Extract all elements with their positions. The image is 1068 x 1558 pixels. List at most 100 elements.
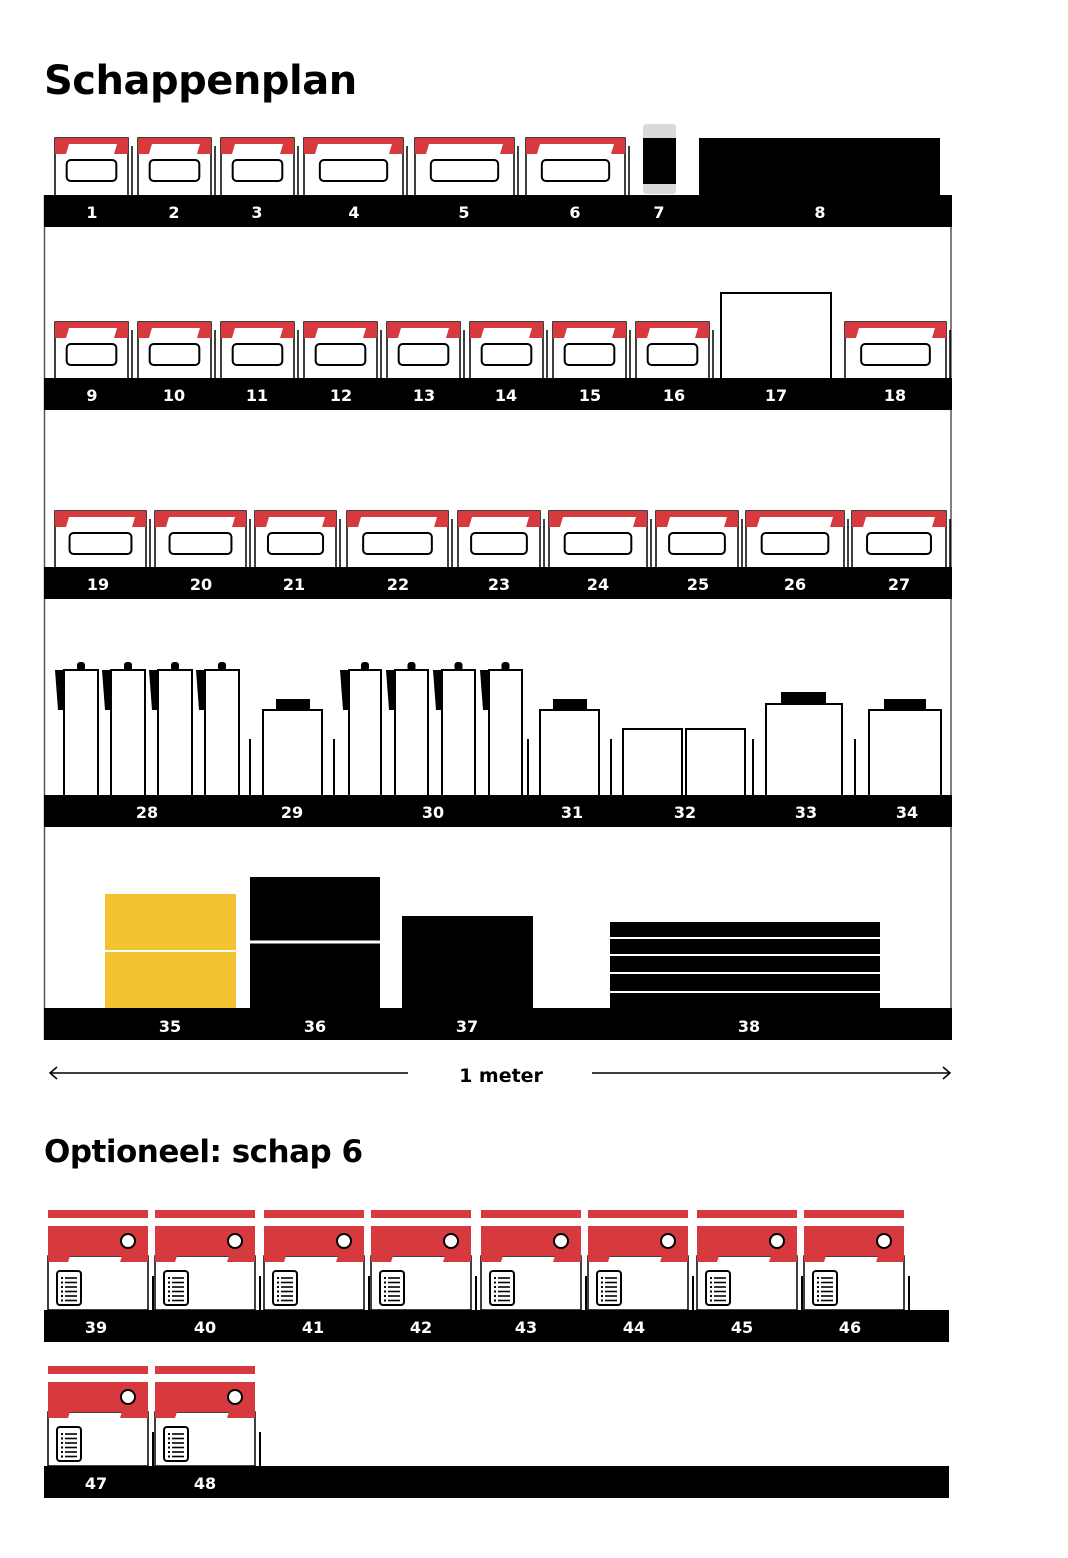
product-number: 2 [168,203,179,222]
tub [868,699,942,797]
red-stripe [264,1210,364,1218]
product-number: 3 [251,203,262,222]
carton-body [488,669,523,797]
document-bullet [601,1286,603,1288]
product-number: 35 [159,1017,181,1036]
document-bullet [710,1286,712,1288]
document-bullet [817,1286,819,1288]
box-label [148,159,201,182]
product-number: 15 [579,386,601,405]
box-label [231,159,284,182]
document-bullet [61,1455,63,1458]
product-number: 19 [87,575,109,594]
box-label [231,343,284,366]
box-red-top [746,511,844,527]
document-bullet [494,1295,496,1297]
box-red-top [845,322,946,338]
product-box [220,321,299,380]
product-box [635,321,714,380]
box-label [65,159,118,182]
carton-side [102,670,111,710]
box-red-top [458,511,540,527]
shelf-5-bar [44,1008,952,1040]
optional-product [696,1210,803,1311]
box-label [397,343,450,366]
box-label [563,532,633,555]
product-number: 26 [784,575,806,594]
hole-icon [876,1233,892,1249]
document-bullet [710,1299,712,1302]
document-bullet [817,1299,819,1302]
tub-body [868,709,942,797]
shelf-3-bar [44,567,952,599]
box-label [470,532,528,555]
box-red-top [138,322,211,338]
product-box [303,321,382,380]
carton-cap [124,662,132,671]
box-red-top [221,138,294,154]
box-red-top [526,138,625,154]
product-box [457,510,545,569]
box-label [314,343,367,366]
document-bullet [61,1446,63,1449]
product-number: 18 [884,386,906,405]
milk-carton [480,662,523,797]
product-number: 24 [587,575,609,594]
carton-cap [77,662,85,671]
product-box [54,137,133,197]
product-number: 1 [86,203,97,222]
document-bullet [277,1299,279,1302]
product-number: 28 [136,803,158,822]
product-number: 4 [348,203,359,222]
product-number: 33 [795,803,817,822]
scale-label: 1 meter [459,1065,543,1087]
carton-body [63,669,99,797]
product-box [525,137,630,197]
document-bullet [61,1299,63,1302]
carton-side [386,670,395,710]
hole-icon [227,1389,243,1405]
document-bullet [384,1281,386,1284]
box-red-top [155,511,246,527]
box-label [646,343,699,366]
document-bullet [384,1299,386,1302]
product-box [745,510,849,569]
tub-lid [884,699,926,710]
box-label [65,343,118,366]
optional-product [154,1366,261,1467]
tub [539,699,600,797]
page-title: Schappenplan [44,58,357,104]
box-label [540,159,611,182]
product-number: 39 [85,1318,107,1337]
carton-body [204,669,240,797]
box-label [168,532,233,555]
document-bullet [817,1277,819,1279]
document-bullet [168,1299,170,1302]
red-stripe [48,1366,148,1374]
box-label [760,532,830,555]
box-red-top [55,138,128,154]
box-label [480,343,533,366]
document-bullet [168,1290,170,1293]
box-red-top [304,138,403,154]
shelf-2-bar [44,378,952,410]
product-box [303,137,408,197]
product-box [346,510,453,569]
hole-icon [120,1233,136,1249]
carton-side [340,670,349,710]
box-label [148,343,201,366]
product-box [54,321,133,380]
box-red-top [138,138,211,154]
tub-lid [553,699,587,710]
box-red-top [387,322,460,338]
milk-carton [102,662,146,797]
hole-icon [553,1233,569,1249]
optional-product [154,1210,261,1311]
document-bullet [168,1442,170,1444]
box-red-top [470,322,543,338]
red-stripe [804,1210,904,1218]
document-bullet [61,1437,63,1440]
box-red-top [549,511,647,527]
optional-section-title: Optioneel: schap 6 [44,1134,363,1170]
